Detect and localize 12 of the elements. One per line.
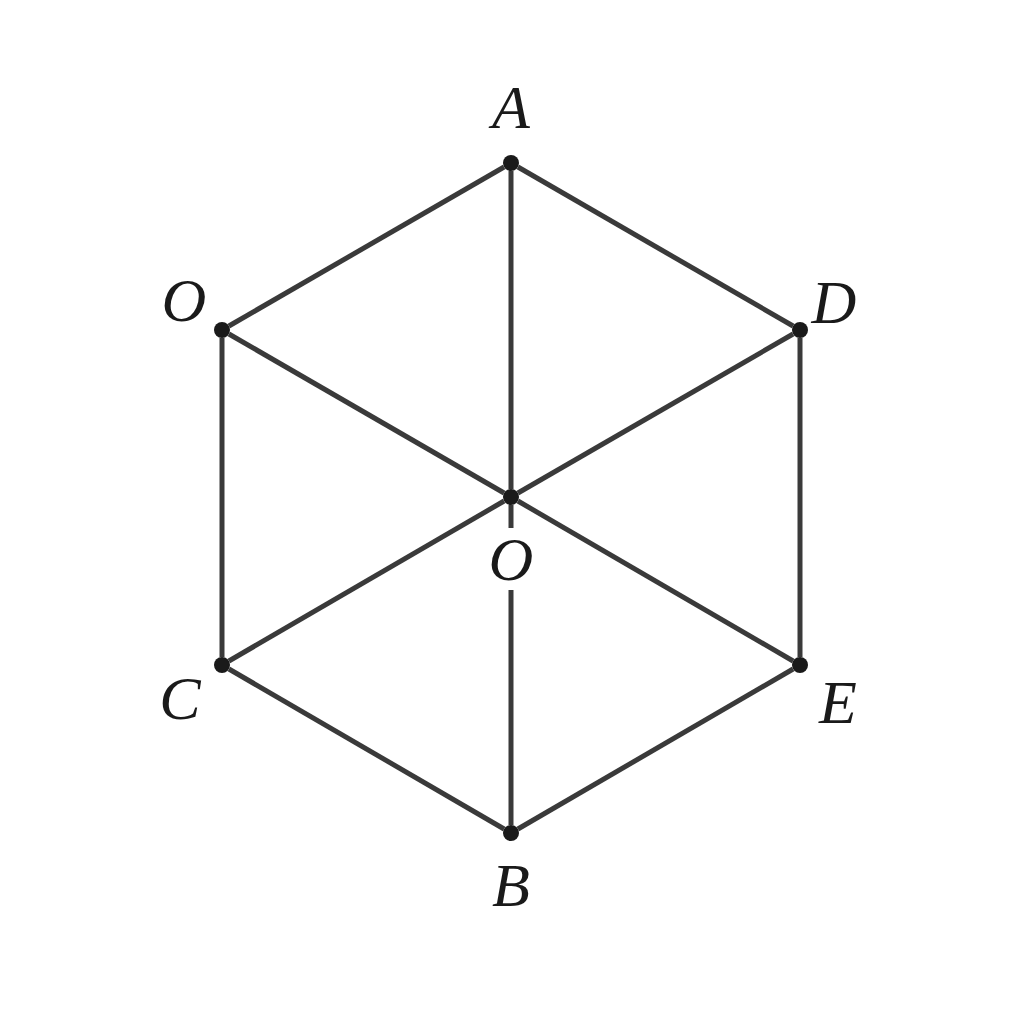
point-label: O <box>488 528 534 590</box>
line-segment <box>516 331 795 496</box>
line-segment <box>516 164 795 329</box>
line-segment <box>797 338 803 657</box>
line-segment <box>508 171 514 489</box>
line-segment <box>516 666 795 832</box>
line-segment <box>227 498 506 664</box>
line-segment <box>227 331 506 496</box>
line-segment <box>227 164 506 329</box>
line-segment <box>227 666 506 832</box>
line-segment <box>219 338 225 657</box>
line-segment <box>516 498 795 664</box>
